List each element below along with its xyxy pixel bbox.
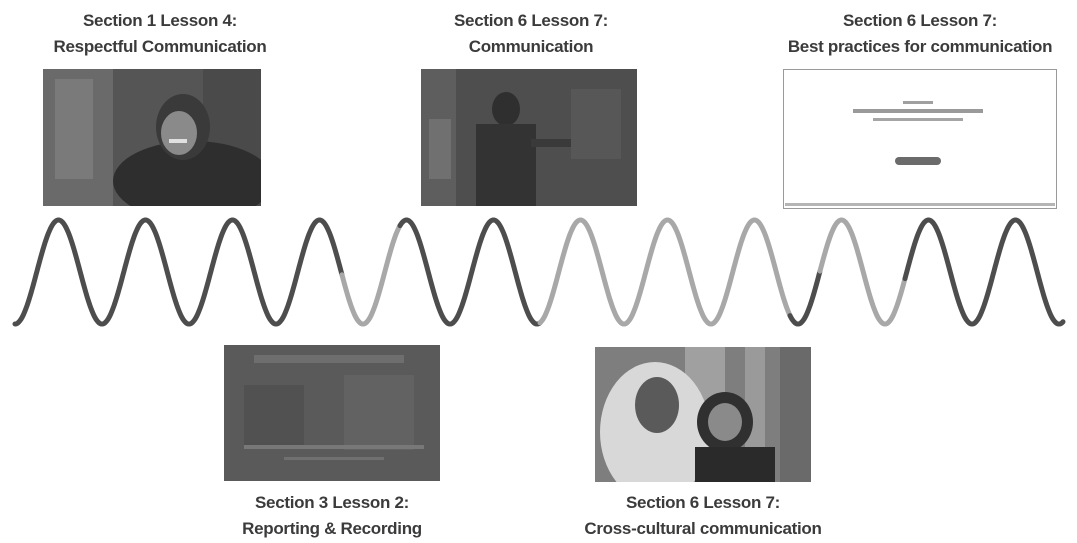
lesson-4-topic: Cross-cultural communication [584, 519, 822, 539]
lesson-1-caption: Section 1 Lesson 4: Respectful Communica… [0, 8, 320, 61]
lesson-2-topic: Reporting & Recording [242, 519, 422, 539]
lesson-4-thumbnail [595, 347, 811, 482]
lesson-2-thumbnail [224, 345, 440, 481]
lesson-1-section: Section 1 Lesson 4: [83, 11, 237, 30]
lesson-5-caption: Section 6 Lesson 7: Best practices for c… [760, 8, 1077, 61]
lesson-3-section: Section 6 Lesson 7: [454, 11, 608, 30]
wave-segment-3 [397, 217, 543, 327]
lesson-2-caption: Section 3 Lesson 2: Reporting & Recordin… [172, 490, 492, 543]
lesson-5-topic: Best practices for communication [787, 37, 1053, 57]
lesson-4-caption: Section 6 Lesson 7: Cross-cultural commu… [543, 490, 863, 543]
lesson-5-section: Section 6 Lesson 7: [843, 11, 997, 30]
wave-segment-1 [12, 217, 345, 327]
wave-segment-4 [537, 217, 793, 327]
lesson-2-section: Section 3 Lesson 2: [255, 493, 409, 512]
lesson-5-thumbnail [783, 69, 1057, 209]
lesson-3-caption: Section 6 Lesson 7: Communication [371, 8, 691, 61]
lesson-3-thumbnail [421, 69, 637, 206]
wave-segment-7 [902, 217, 1066, 327]
lesson-1-topic: Respectful Communication [53, 37, 267, 57]
lesson-4-section: Section 6 Lesson 7: [626, 493, 780, 512]
lesson-1-thumbnail [43, 69, 261, 206]
wave-segment-5 [787, 268, 823, 327]
wave-segment-6 [817, 217, 908, 327]
lesson-3-topic: Communication [468, 37, 594, 57]
wave-segment-2 [339, 223, 403, 327]
